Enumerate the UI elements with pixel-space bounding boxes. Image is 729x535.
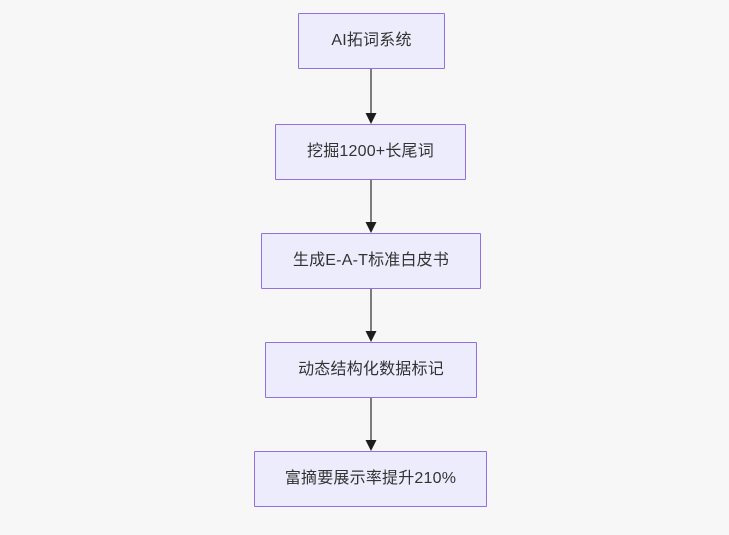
- flowchart-node-label: 富摘要展示率提升210%: [284, 470, 457, 487]
- edge-node-2-to-node-3: [365, 289, 377, 342]
- flowchart-node-ai-keyword-system[interactable]: AI拓词系统: [298, 13, 445, 69]
- flowchart-node-label: 挖掘1200+长尾词: [307, 143, 434, 160]
- flowchart-node-dynamic-structured-data-markup[interactable]: 动态结构化数据标记: [265, 342, 477, 398]
- flowchart-node-mine-longtail-keywords[interactable]: 挖掘1200+长尾词: [275, 124, 466, 180]
- flowchart-node-label: 生成E-A-T标准白皮书: [292, 252, 450, 269]
- flowchart-node-rich-snippet-impression-uplift[interactable]: 富摘要展示率提升210%: [254, 451, 487, 507]
- flowchart-node-label: 动态结构化数据标记: [298, 361, 444, 378]
- flowchart-node-generate-eat-whitepaper[interactable]: 生成E-A-T标准白皮书: [261, 233, 481, 289]
- edge-node-3-to-node-4: [365, 398, 377, 451]
- edge-node-0-to-node-1: [365, 69, 377, 124]
- flowchart-node-label: AI拓词系统: [331, 32, 412, 49]
- edge-node-1-to-node-2: [365, 180, 377, 233]
